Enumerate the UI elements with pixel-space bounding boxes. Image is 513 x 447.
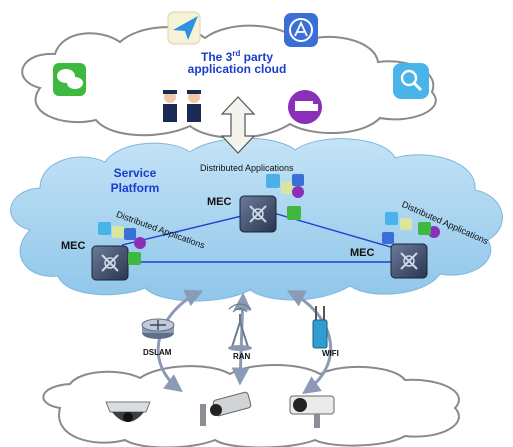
mec-server-icon-right [382,212,440,279]
ambulance-app-icon [288,90,322,124]
app-store-icon [284,13,318,47]
mec-server-icon-center [239,174,304,233]
mec-label-right: MEC [350,247,375,259]
dome-camera-icon [105,401,151,422]
mec-server-icon-left [91,222,146,281]
dslam-router-icon [141,318,175,339]
mec-label-left: MEC [61,240,86,252]
distributed-apps-label-top: Distributed Applications [200,163,294,173]
ran-antenna-icon [228,303,252,351]
wifi-ap-icon [312,306,328,349]
police-icon [163,90,201,122]
wifi-label: WIFI [322,349,339,358]
box-camera-icon [289,395,335,428]
service-platform-title: Service Platform [110,166,160,195]
cctv-camera-icon [200,391,252,426]
dslam-label: DSLAM [143,348,172,357]
search-app-icon [393,63,429,99]
navigation-app-icon [167,11,201,45]
ran-label: RAN [233,352,251,361]
cloud-link-arrow [220,96,256,154]
mec-label-center: MEC [207,196,232,208]
wechat-icon [53,63,86,96]
third-party-cloud-title: The 3rd party application cloud [187,49,287,76]
